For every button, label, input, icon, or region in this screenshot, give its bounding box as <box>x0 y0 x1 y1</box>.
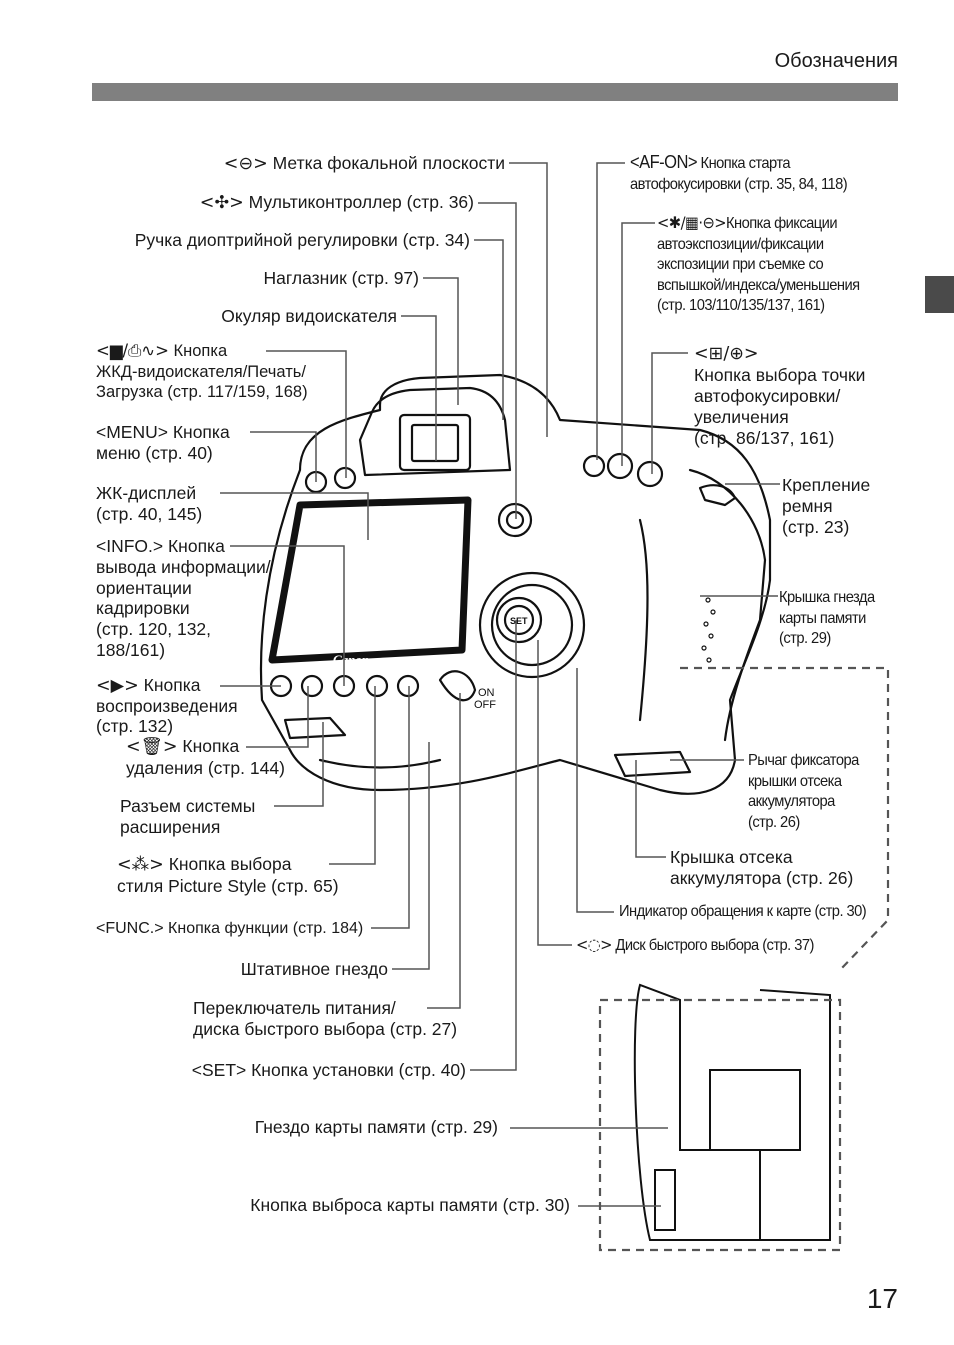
callout-picture-style-button: <⁂> Кнопка выбора стиля Picture Style (с… <box>117 854 339 896</box>
callout-battery-cover-lever: Рычаг фиксатора крышки отсека аккумулято… <box>748 752 859 831</box>
cf-inset-drawing <box>633 983 831 1241</box>
brand-logo: Canon <box>333 652 369 667</box>
callout-eyecup: Наглазник (стр. 97) <box>263 268 419 288</box>
callout-quick-control-dial: <◌> Диск быстрого выбора (стр. 37) <box>576 935 814 954</box>
callout-lcd-monitor: ЖК-дисплей (стр. 40, 145) <box>96 483 203 524</box>
callout-battery-cover: Крышка отсека аккумулятора (стр. 26) <box>670 847 854 888</box>
section-title: Обозначения <box>774 50 898 72</box>
chapter-tab <box>925 276 954 313</box>
leader-lines <box>220 162 780 1207</box>
callout-playback-button: <▶> Кнопка воспроизведения (стр. 132) <box>96 675 238 736</box>
inset-link <box>680 666 890 971</box>
on-mark: ON <box>478 687 495 699</box>
callout-ae-lock-button: <✱/▦·⊖>Кнопка фиксации автоэкспозиции/фи… <box>657 213 860 314</box>
set-mark: SET <box>510 616 528 626</box>
callout-extension-terminal: Разъем системы расширения <box>120 796 256 837</box>
callout-info-button: <INFO.> Кнопка вывода информации/ ориент… <box>96 536 271 660</box>
callout-viewfinder-eyepiece: Окуляр видоискателя <box>221 306 397 326</box>
page-number: 17 <box>866 1283 898 1314</box>
callout-tripod-socket: Штативное гнездо <box>240 959 388 979</box>
callout-lcd-vf-print-button: <▆/⎙∿> Кнопка ЖКД-видоискателя/Печать/ З… <box>96 341 308 401</box>
callout-cf-slot-cover: Крышка гнезда карты памяти (стр. 29) <box>779 589 875 647</box>
callout-focal-plane-mark: <⊖> Метка фокальной плоскости <box>223 153 505 174</box>
callout-cf-card-slot: Гнездо карты памяти (стр. 29) <box>254 1117 498 1137</box>
callout-set-button: <SET> Кнопка установки (стр. 40) <box>191 1060 466 1080</box>
callout-menu-button: <MENU> Кнопка меню (стр. 40) <box>96 422 230 463</box>
callout-af-on-button: <AF-ON> Кнопка старта автофокусировки (с… <box>630 152 848 193</box>
callout-power-switch: Переключатель питания/ диска быстрого вы… <box>193 998 458 1039</box>
callout-cf-eject-button: Кнопка выброса карты памяти (стр. 30) <box>250 1195 570 1215</box>
off-mark: OFF <box>474 699 496 711</box>
callout-erase-button: <🗑> Кнопка удаления (стр. 144) <box>126 736 285 778</box>
callout-af-point-button: <⊞/⊕> Кнопка выбора точки автофокусировк… <box>694 344 866 448</box>
callout-access-lamp: Индикатор обращения к карте (стр. 30) <box>619 903 867 920</box>
callout-multi-controller: <✣> Мультиконтроллер (стр. 36) <box>199 192 474 213</box>
header-bar <box>92 83 898 101</box>
callout-func-button: <FUNC.> Кнопка функции (стр. 184) <box>96 920 364 937</box>
inset-frame <box>598 998 842 1252</box>
callout-dioptric-knob: Ручка диоптрийной регулировки (стр. 34) <box>134 230 470 250</box>
callout-strap-mount: Крепление ремня (стр. 23) <box>782 475 871 537</box>
